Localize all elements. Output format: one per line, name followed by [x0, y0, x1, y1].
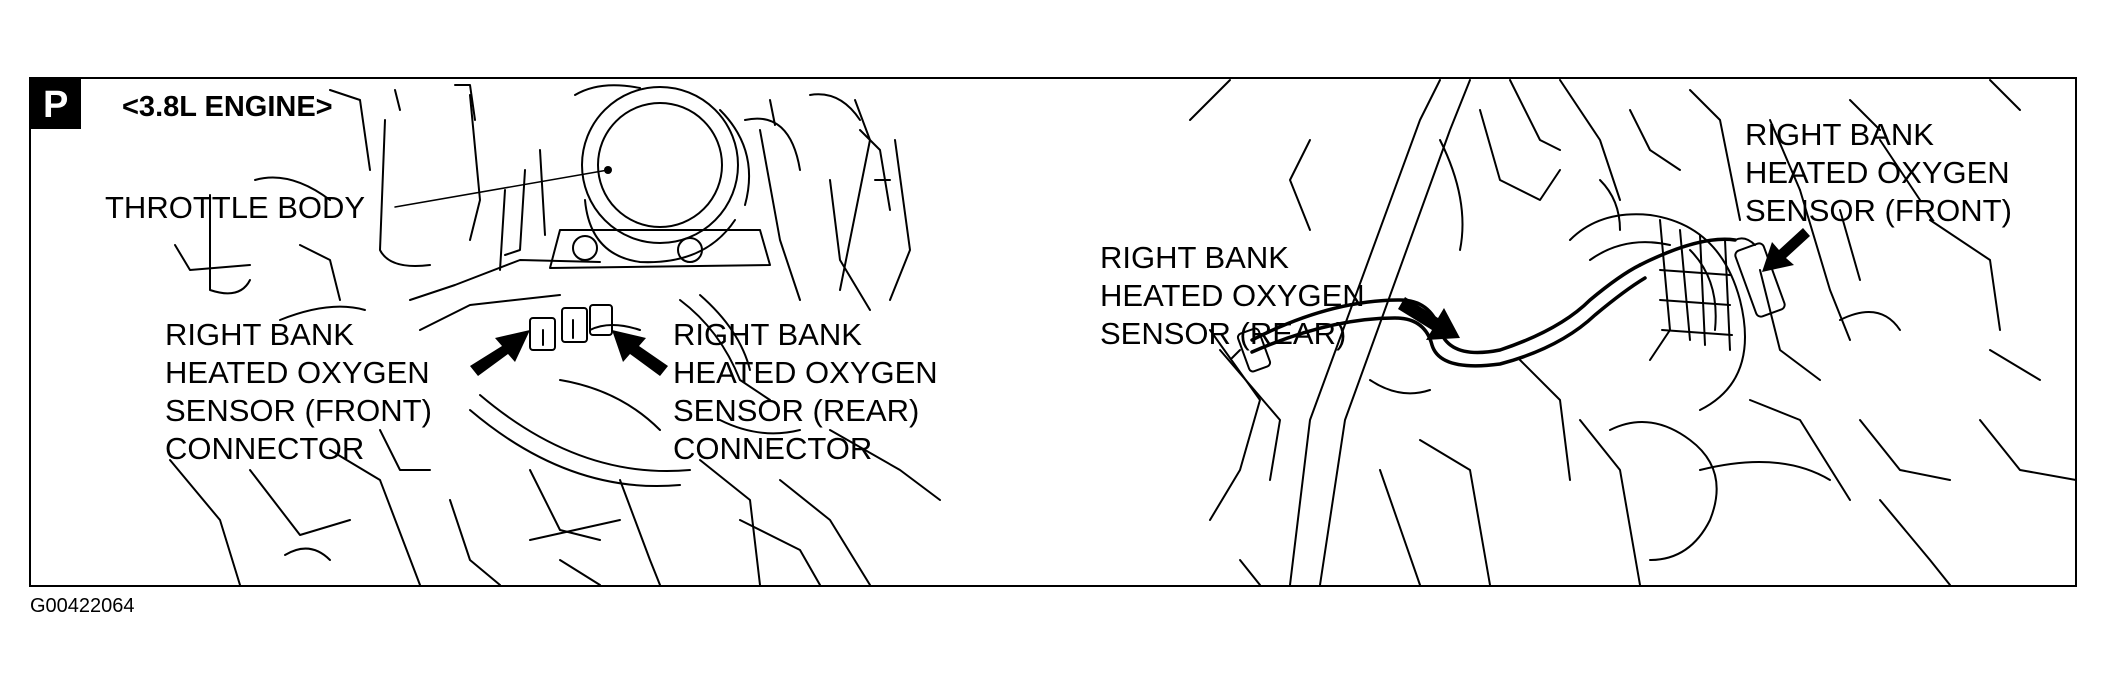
left-rear-label-line-1: RIGHT BANK — [673, 317, 862, 352]
left-front-label-line-1: RIGHT BANK — [165, 317, 354, 352]
section-tag: P — [43, 84, 68, 126]
left-rear-label-line-4: CONNECTOR — [673, 431, 872, 466]
left-front-label-line-2: HEATED OXYGEN — [165, 355, 430, 390]
arrow-front-connector — [470, 330, 530, 376]
right-sensor-illustration — [1189, 79, 2077, 586]
arrow-rear-sensor — [1398, 297, 1460, 340]
right-rear-label-line-3: SENSOR (REAR) — [1100, 316, 1346, 351]
right-rear-label-line-1: RIGHT BANK — [1100, 240, 1289, 275]
section-tag-box — [31, 79, 81, 129]
right-rear-label-line-2: HEATED OXYGEN — [1100, 278, 1365, 313]
left-rear-label-line-3: SENSOR (REAR) — [673, 393, 919, 428]
right-front-label-line-2: HEATED OXYGEN — [1745, 155, 2010, 190]
throttle-body-label: THROTTLE BODY — [105, 190, 365, 225]
arrow-rear-connector — [612, 330, 668, 376]
right-front-label-line-1: RIGHT BANK — [1745, 117, 1934, 152]
left-front-connector-callout: RIGHT BANK HEATED OXYGEN SENSOR (FRONT) … — [165, 317, 432, 466]
left-front-label-line-4: CONNECTOR — [165, 431, 364, 466]
right-rear-sensor-callout: RIGHT BANK HEATED OXYGEN SENSOR (REAR) — [1100, 240, 1365, 351]
right-front-label-line-3: SENSOR (FRONT) — [1745, 193, 2012, 228]
throttle-body-leader — [394, 169, 609, 208]
figure-code: G00422064 — [30, 595, 135, 617]
throttle-body-dot — [604, 166, 612, 174]
left-front-label-line-3: SENSOR (FRONT) — [165, 393, 432, 428]
diagram-frame — [29, 77, 2077, 587]
arrow-front-sensor — [1762, 228, 1810, 272]
engine-label: <3.8L ENGINE> — [122, 91, 333, 123]
left-engine-illustration — [169, 84, 941, 586]
left-rear-connector-callout: RIGHT BANK HEATED OXYGEN SENSOR (REAR) C… — [673, 317, 938, 466]
right-front-sensor-callout: RIGHT BANK HEATED OXYGEN SENSOR (FRONT) — [1745, 117, 2012, 228]
left-rear-label-line-2: HEATED OXYGEN — [673, 355, 938, 390]
